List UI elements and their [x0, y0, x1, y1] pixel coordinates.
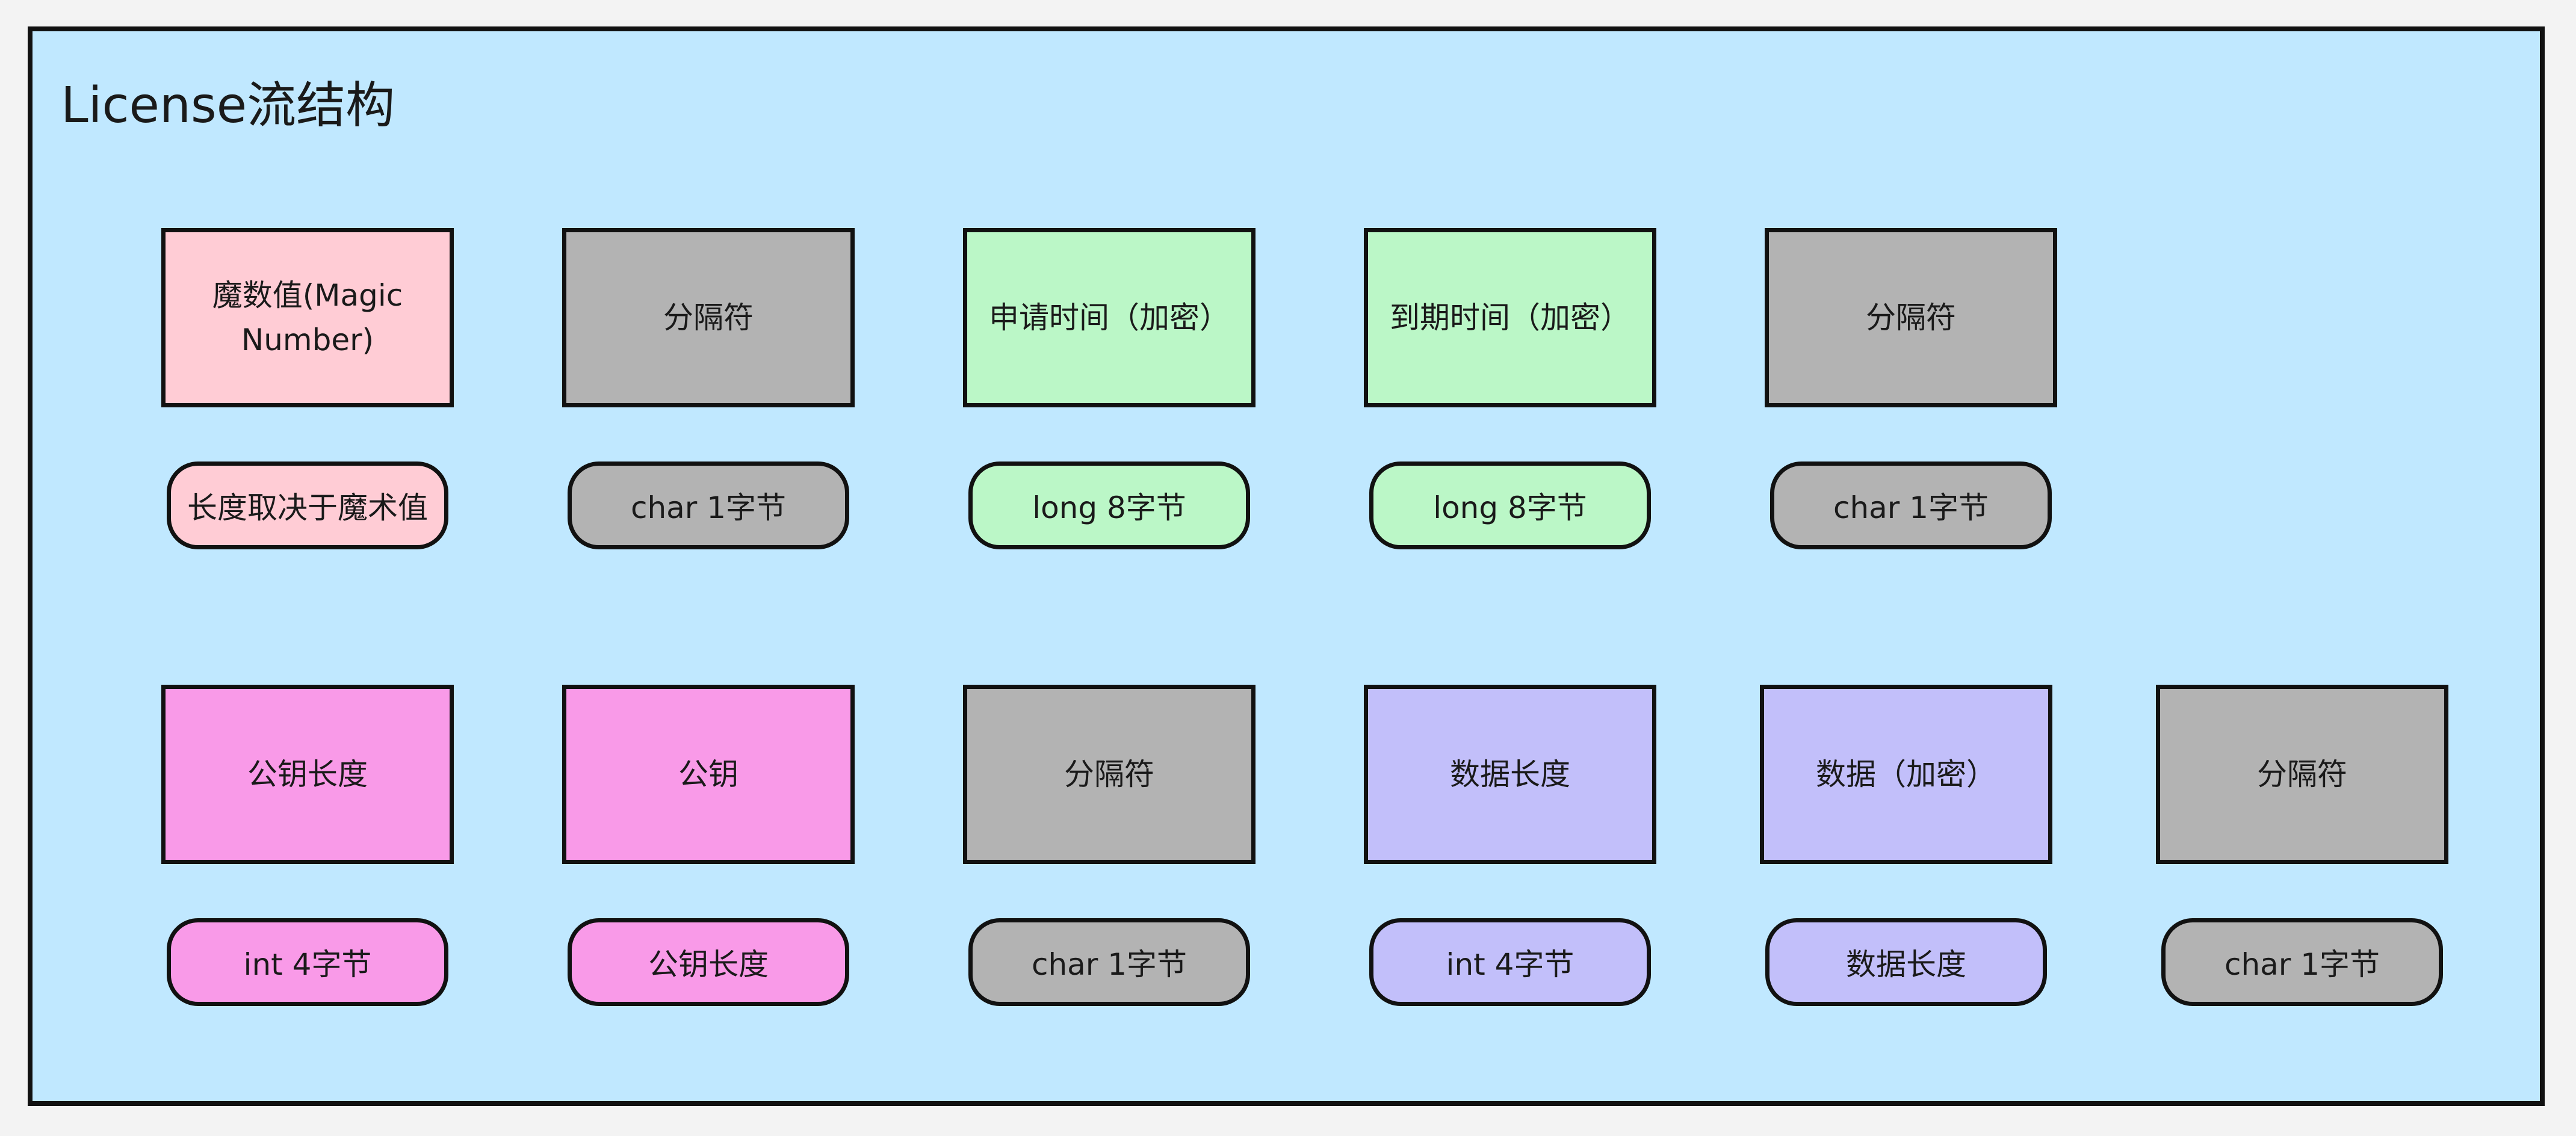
field-box: 公钥: [562, 685, 855, 864]
field-size-pill: int 4字节: [167, 918, 448, 1006]
field-box: 分隔符: [963, 685, 1255, 864]
field-box: 申请时间（加密）: [963, 228, 1255, 407]
field-size-pill: char 1字节: [2161, 918, 2443, 1006]
field-label: 数据（加密）: [1816, 757, 1996, 792]
field-size-label: int 4字节: [243, 947, 372, 982]
field-size-pill: 数据长度: [1765, 918, 2047, 1006]
field-label: 公钥: [678, 757, 738, 792]
field-size-label: 公钥长度: [648, 947, 769, 982]
field-label: 魔数值(Magic Number): [212, 278, 403, 357]
field-size-label: char 1字节: [1031, 947, 1187, 982]
field-label: 申请时间（加密）: [989, 300, 1230, 335]
diagram-title: License流结构: [61, 77, 395, 134]
field-size-label: char 1字节: [1833, 490, 1989, 525]
field-box: 数据（加密）: [1760, 685, 2052, 864]
field-size-pill: 长度取决于魔术值: [167, 461, 448, 549]
field-box: 魔数值(Magic Number): [161, 228, 454, 407]
field-size-pill: long 8字节: [968, 461, 1250, 549]
field-size-label: int 4字节: [1446, 947, 1574, 982]
field-box: 分隔符: [2156, 685, 2448, 864]
field-size-pill: char 1字节: [1770, 461, 2052, 549]
field-label: 到期时间（加密）: [1390, 300, 1630, 335]
field-box: 到期时间（加密）: [1364, 228, 1656, 407]
field-size-pill: char 1字节: [968, 918, 1250, 1006]
field-box: 分隔符: [562, 228, 855, 407]
field-size-pill: char 1字节: [568, 461, 849, 549]
field-label: 公钥长度: [247, 757, 368, 792]
field-size-label: 数据长度: [1846, 947, 1966, 982]
field-box: 分隔符: [1765, 228, 2057, 407]
field-label: 数据长度: [1450, 757, 1570, 792]
field-size-pill: int 4字节: [1369, 918, 1651, 1006]
field-box: 数据长度: [1364, 685, 1656, 864]
field-label: 分隔符: [663, 300, 754, 335]
field-size-label: char 1字节: [630, 490, 787, 525]
diagram-frame: [28, 26, 2545, 1106]
field-box: 公钥长度: [161, 685, 454, 864]
field-label: 分隔符: [1064, 757, 1154, 792]
field-size-label: long 8字节: [1433, 490, 1587, 525]
field-size-label: 长度取决于魔术值: [187, 490, 428, 525]
field-label: 分隔符: [1866, 300, 1956, 335]
field-label: 分隔符: [2257, 757, 2347, 792]
field-size-label: long 8字节: [1032, 490, 1186, 525]
field-size-pill: 公钥长度: [568, 918, 849, 1006]
field-size-pill: long 8字节: [1369, 461, 1651, 549]
field-size-label: char 1字节: [2224, 947, 2380, 982]
